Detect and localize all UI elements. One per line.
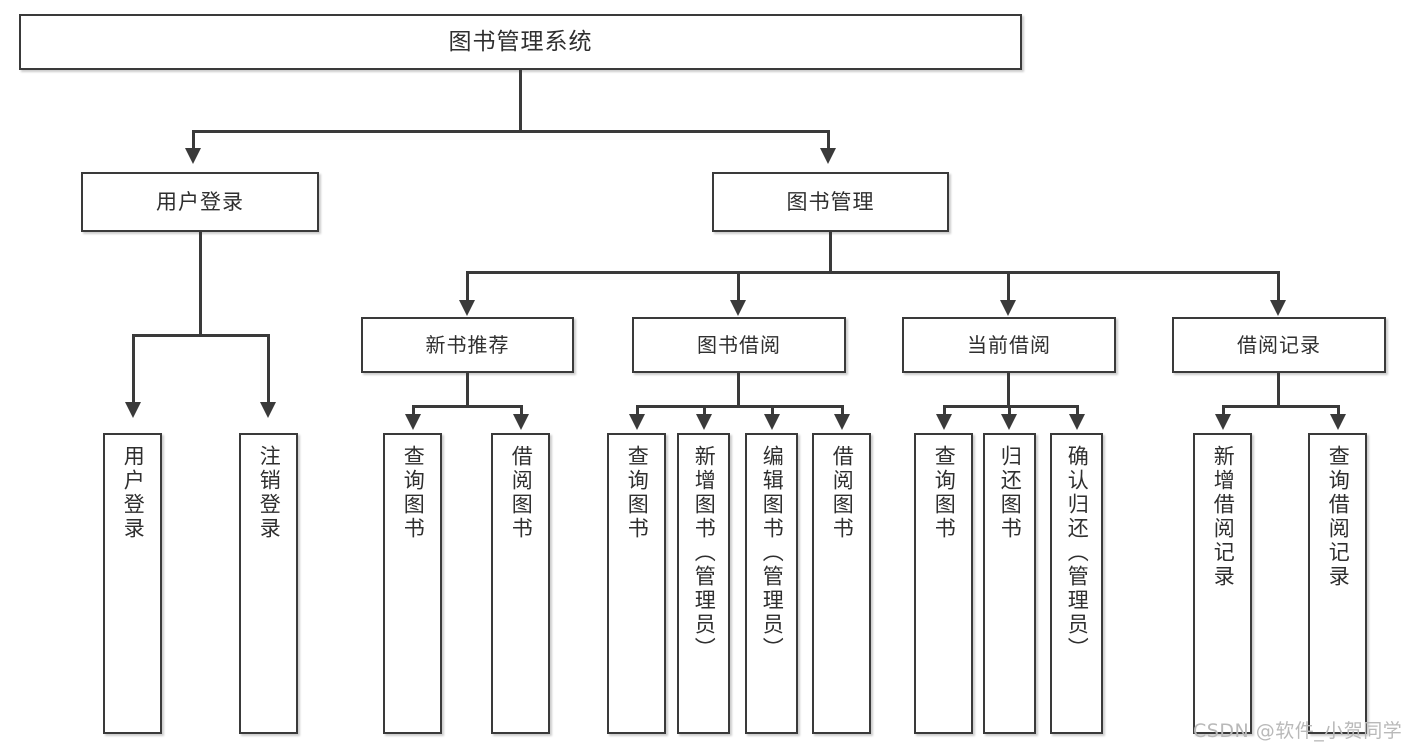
node-root-label: 图书管理系统 (448, 28, 593, 55)
connector-root-to-book-manage (827, 130, 830, 152)
node-borrow-record[interactable]: 借阅记录 (1172, 317, 1386, 373)
node-book-borrow-label: 图书借阅 (697, 332, 781, 357)
arrow-user-login-leaf-2 (260, 402, 276, 418)
connector-book-manage-drop-2 (737, 271, 740, 303)
node-leaf-query-book-3-label: 查询图书 (932, 445, 957, 541)
node-book-manage[interactable]: 图书管理 (712, 172, 949, 232)
node-leaf-add-book[interactable]: 新增图书（管理员） (677, 433, 730, 734)
arrow-book-manage-child-2 (730, 300, 746, 316)
arrow-book-manage-child-4 (1270, 300, 1286, 316)
connector-borrow-record-drop-2 (1337, 405, 1340, 419)
connector-new-book-bus (412, 405, 522, 408)
connector-root-to-user-login (192, 130, 195, 152)
connector-root-bus (192, 130, 829, 133)
connector-current-borrow-drop-1 (943, 405, 946, 419)
connector-current-borrow-bus (943, 405, 1079, 408)
connector-new-book-drop-2 (520, 405, 523, 419)
arrow-root-to-book-manage (820, 148, 836, 164)
node-leaf-query-book-1-label: 查询图书 (401, 445, 426, 541)
node-leaf-user-login[interactable]: 用户登录 (103, 433, 162, 734)
connector-book-manage-drop-3 (1007, 271, 1010, 303)
node-book-borrow[interactable]: 图书借阅 (632, 317, 846, 373)
node-leaf-return-book-label: 归还图书 (998, 445, 1023, 541)
node-leaf-edit-book[interactable]: 编辑图书（管理员） (745, 433, 798, 734)
node-new-book-recommend[interactable]: 新书推荐 (361, 317, 574, 373)
node-borrow-record-label: 借阅记录 (1237, 332, 1321, 357)
node-current-borrow[interactable]: 当前借阅 (902, 317, 1116, 373)
node-leaf-add-book-label: 新增图书（管理员） (692, 445, 717, 661)
node-leaf-borrow-book-1-label: 借阅图书 (509, 445, 534, 541)
node-leaf-confirm-return-label: 确认归还（管理员） (1065, 445, 1090, 661)
arrow-borrow-record-leaf-1 (1215, 414, 1231, 430)
connector-book-borrow-drop-2 (703, 405, 706, 419)
connector-current-borrow-drop-2 (1008, 405, 1011, 419)
connector-book-borrow-drop-3 (771, 405, 774, 419)
arrow-borrow-record-leaf-2 (1330, 414, 1346, 430)
arrow-book-borrow-leaf-4 (834, 414, 850, 430)
connector-user-login-drop-1 (132, 334, 135, 406)
connector-current-borrow-drop-3 (1076, 405, 1079, 419)
node-leaf-add-record[interactable]: 新增借阅记录 (1193, 433, 1252, 734)
node-leaf-edit-book-label: 编辑图书（管理员） (760, 445, 785, 661)
node-root[interactable]: 图书管理系统 (19, 14, 1022, 70)
connector-user-login-bus (132, 334, 270, 337)
connector-book-borrow-bus (636, 405, 844, 408)
arrow-user-login-leaf-1 (125, 402, 141, 418)
connector-book-borrow-drop-4 (841, 405, 844, 419)
arrow-book-borrow-leaf-2 (696, 414, 712, 430)
node-user-login[interactable]: 用户登录 (81, 172, 319, 232)
connector-borrow-record-trunk (1277, 373, 1280, 408)
node-leaf-logout[interactable]: 注销登录 (239, 433, 298, 734)
node-leaf-add-record-label: 新增借阅记录 (1211, 445, 1236, 589)
node-leaf-borrow-book-2-label: 借阅图书 (830, 445, 855, 541)
node-leaf-user-login-label: 用户登录 (121, 445, 146, 541)
node-leaf-borrow-book-1[interactable]: 借阅图书 (491, 433, 550, 734)
connector-book-borrow-trunk (737, 373, 740, 408)
connector-book-manage-bus (466, 271, 1277, 274)
connector-book-manage-drop-4 (1277, 271, 1280, 303)
node-new-book-recommend-label: 新书推荐 (425, 332, 510, 357)
arrow-current-borrow-leaf-2 (1001, 414, 1017, 430)
connector-root-trunk (519, 70, 522, 132)
node-current-borrow-label: 当前借阅 (967, 332, 1051, 357)
arrow-book-manage-child-3 (1000, 300, 1016, 316)
node-leaf-borrow-book-2[interactable]: 借阅图书 (812, 433, 871, 734)
connector-book-manage-drop-1 (466, 271, 469, 303)
arrow-new-book-leaf-2 (513, 414, 529, 430)
connector-current-borrow-trunk (1007, 373, 1010, 408)
arrow-book-borrow-leaf-3 (764, 414, 780, 430)
connector-book-borrow-drop-1 (636, 405, 639, 419)
arrow-root-to-user-login (185, 148, 201, 164)
connector-user-login-trunk (199, 232, 202, 337)
node-book-manage-label: 图书管理 (786, 189, 875, 214)
node-leaf-logout-label: 注销登录 (257, 445, 282, 541)
node-leaf-query-record-label: 查询借阅记录 (1326, 445, 1351, 589)
connector-user-login-drop-2 (267, 334, 270, 406)
node-leaf-query-book-3[interactable]: 查询图书 (914, 433, 973, 734)
arrow-current-borrow-leaf-1 (936, 414, 952, 430)
connector-new-book-drop-1 (412, 405, 415, 419)
arrow-book-borrow-leaf-1 (629, 414, 645, 430)
connector-borrow-record-drop-1 (1222, 405, 1225, 419)
arrow-new-book-leaf-1 (405, 414, 421, 430)
node-leaf-query-book-2[interactable]: 查询图书 (607, 433, 666, 734)
arrow-current-borrow-leaf-3 (1069, 414, 1085, 430)
node-leaf-query-book-2-label: 查询图书 (625, 445, 650, 541)
arrow-book-manage-child-1 (459, 300, 475, 316)
node-leaf-confirm-return[interactable]: 确认归还（管理员） (1050, 433, 1103, 734)
node-leaf-return-book[interactable]: 归还图书 (983, 433, 1036, 734)
node-user-login-label: 用户登录 (156, 189, 244, 214)
connector-book-manage-trunk (829, 232, 832, 274)
connector-borrow-record-bus (1222, 405, 1339, 408)
connector-new-book-trunk (466, 373, 469, 408)
node-leaf-query-book-1[interactable]: 查询图书 (383, 433, 442, 734)
node-leaf-query-record[interactable]: 查询借阅记录 (1308, 433, 1367, 734)
